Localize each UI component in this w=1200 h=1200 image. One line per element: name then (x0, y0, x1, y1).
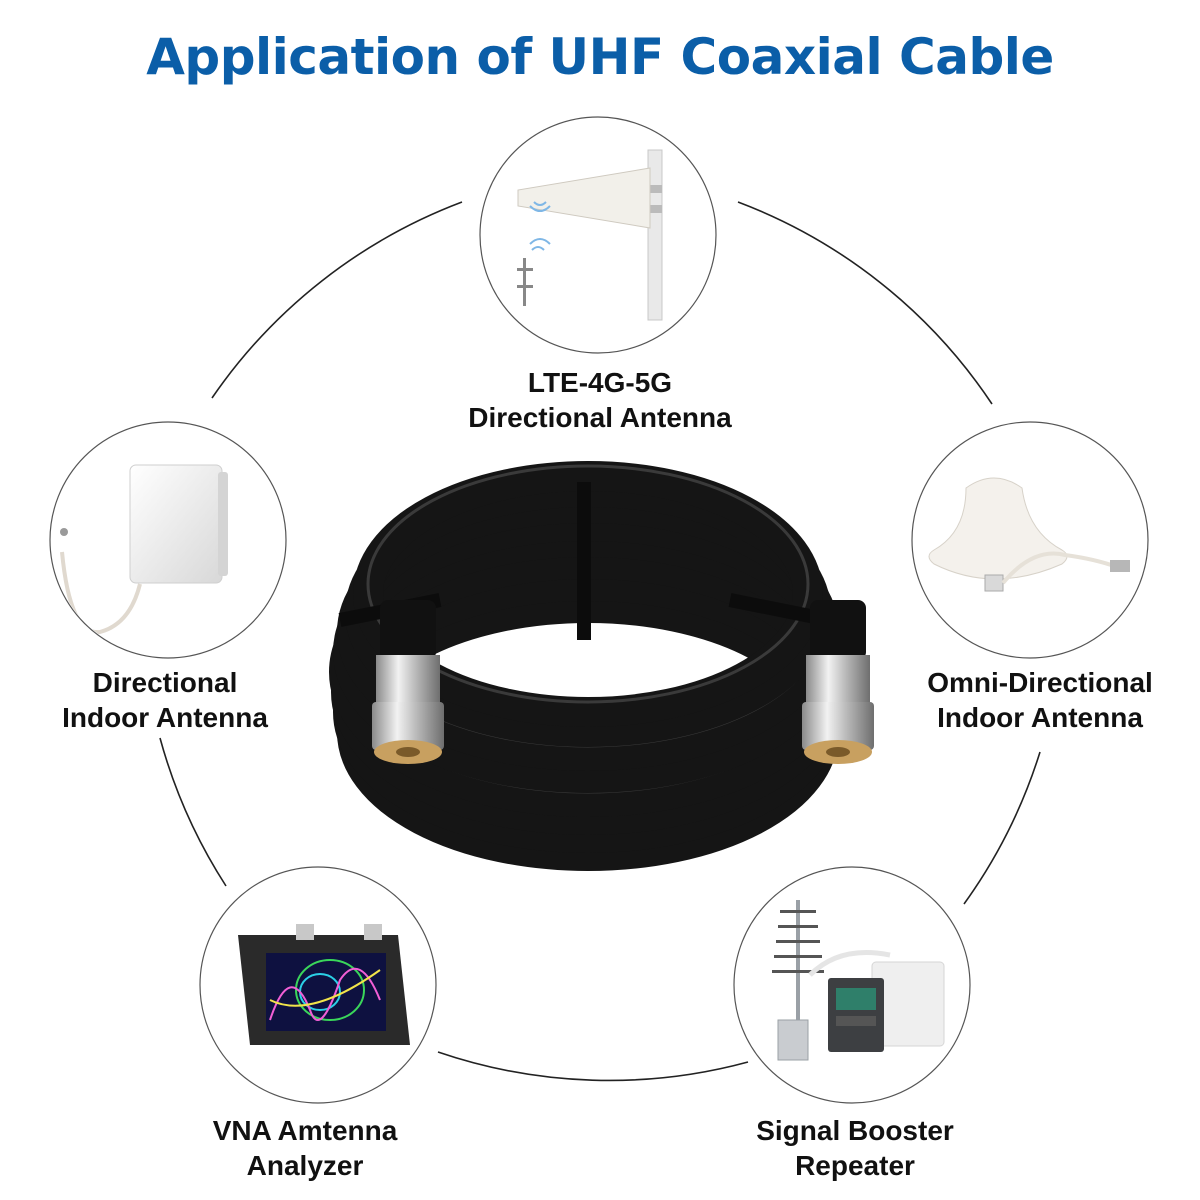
label-booster: Signal Booster Repeater (710, 1113, 1000, 1183)
label-lte-line2: Directional Antenna (468, 402, 732, 433)
signal-booster-kit-icon (772, 900, 945, 1061)
label-lte-line1: LTE-4G-5G (527, 367, 673, 398)
n-male-connector (802, 600, 874, 764)
connecting-ring (159, 201, 1041, 1082)
label-directional-indoor-line2: Indoor Antenna (62, 702, 268, 733)
circle-vna (199, 866, 437, 1104)
label-directional-indoor-line1: Directional (92, 667, 238, 698)
label-vna-line2: Analyzer (246, 1150, 364, 1181)
page-title: Application of UHF Coaxial Cable (146, 28, 1054, 86)
label-vna-line1: VNA Amtenna (212, 1115, 398, 1146)
log-periodic-antenna-icon (517, 149, 663, 321)
circle-booster (733, 866, 971, 1104)
label-omni-indoor-line2: Indoor Antenna (937, 702, 1143, 733)
label-booster-line2: Repeater (795, 1150, 915, 1181)
ceiling-dome-antenna-icon (928, 477, 1130, 592)
label-vna: VNA Amtenna Analyzer (170, 1113, 440, 1183)
ring-arc-bottom (437, 1051, 749, 1082)
ring-arc-right (963, 751, 1041, 905)
circle-lte (479, 116, 717, 354)
label-directional-indoor: Directional Indoor Antenna (20, 665, 310, 735)
label-lte: LTE-4G-5G Directional Antenna (420, 365, 780, 435)
n-female-connector (372, 600, 444, 764)
label-omni-indoor-line1: Omni-Directional (927, 667, 1153, 698)
circle-directional-indoor (49, 421, 287, 659)
panel-antenna-icon (60, 464, 228, 635)
vna-analyzer-icon (238, 924, 410, 1045)
cable-loop-highlight (366, 464, 810, 704)
ring-arc-left (159, 737, 227, 887)
circle-omni-indoor (911, 421, 1149, 659)
label-omni-indoor: Omni-Directional Indoor Antenna (900, 665, 1180, 735)
label-booster-line1: Signal Booster (756, 1115, 954, 1146)
ring-arc-top-left (211, 201, 463, 399)
coaxial-cable-coil-icon (329, 461, 874, 871)
ring-arc-top-right (737, 201, 993, 405)
